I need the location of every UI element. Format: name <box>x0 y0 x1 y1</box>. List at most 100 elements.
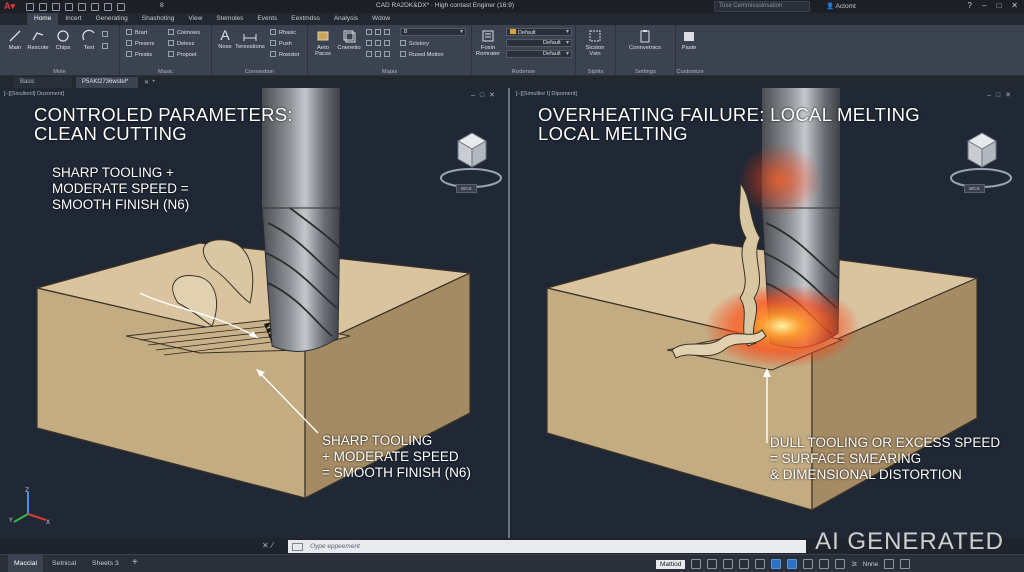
layer-tools-row3[interactable] <box>366 51 393 58</box>
linetype-dropdown[interactable]: Default <box>506 39 572 47</box>
rused-motion-tool[interactable]: Rused Motion <box>400 51 444 58</box>
leader-bottom-arrowhead <box>256 369 265 377</box>
ai-generated-watermark: AI GENERATED <box>815 528 1004 555</box>
search-input[interactable]: Toxe Cemmissoinsation <box>714 1 810 12</box>
layout-tab-setnical[interactable]: Setnical <box>52 560 77 567</box>
redo-icon[interactable] <box>104 2 112 11</box>
main-button[interactable]: Main <box>4 29 26 51</box>
draw-rect-icon[interactable] <box>102 43 111 50</box>
layout-tab-sheets[interactable]: Sheets 3 <box>92 560 119 567</box>
sicston-button[interactable]: Sicston Vsin <box>578 29 612 57</box>
viewcube-icon[interactable] <box>436 123 506 193</box>
viewport-right[interactable]: [–][Simullior I] Dipoment] –□✕ OVERHEATI… <box>512 88 1024 538</box>
isolate-icon[interactable] <box>884 559 895 569</box>
tab-analysis[interactable]: Analysis <box>333 15 359 22</box>
fosin-romrater-button[interactable]: Fosin Romrater <box>474 29 502 57</box>
deleez-tool[interactable]: Deleez <box>168 40 194 47</box>
rowstor-label: Rowstor <box>279 52 300 58</box>
brart-tool[interactable]: Brart <box>126 29 147 36</box>
undo-icon[interactable] <box>91 2 99 11</box>
tereestions-button[interactable]: Tereestions <box>234 28 266 50</box>
push-tool[interactable]: Push <box>270 40 292 47</box>
rowstor-tool[interactable]: Rowstor <box>270 51 300 58</box>
rescote-button[interactable]: Rescote <box>26 29 50 51</box>
chips-button[interactable]: Chips <box>52 29 74 51</box>
plot-icon[interactable] <box>78 2 86 11</box>
nose-button[interactable]: A Nose <box>214 28 236 50</box>
close-icon[interactable]: ✕ <box>1011 1 1018 10</box>
presks-tool[interactable]: Presks <box>126 51 152 58</box>
window-title: CAD RA2DK&DX* · High contast Enginer (16… <box>376 2 515 9</box>
group-icon <box>589 30 601 42</box>
ortho-icon[interactable] <box>723 559 734 569</box>
annotation-scale-icon[interactable] <box>835 559 846 569</box>
model-space-button[interactable]: Mattiod <box>656 559 686 569</box>
new-file-tab-icon[interactable]: + <box>152 79 156 85</box>
wcs-menu[interactable]: WCS <box>964 184 985 193</box>
lineweight-dropdown[interactable]: Default <box>506 50 572 58</box>
cnenetio-button[interactable]: Cnenetio <box>336 29 362 51</box>
annotation-scale-value[interactable]: 3t <box>851 560 857 568</box>
lineweight-icon[interactable] <box>803 559 814 569</box>
tab-shashoting[interactable]: Shashoting <box>141 15 175 22</box>
color-dropdown[interactable]: Default <box>506 28 572 36</box>
layer-tools-row2[interactable] <box>366 40 393 47</box>
layout-tab-maccial[interactable]: Maccial <box>8 555 44 572</box>
file-tab-close-icon[interactable]: ✕ <box>144 80 150 86</box>
tab-home[interactable]: Home <box>27 13 59 25</box>
viewport-left[interactable]: [–][Sivulionil] Dozoment] –□✕ CONTROLED … <box>0 88 510 538</box>
share-icon[interactable] <box>117 2 125 11</box>
layer-tools-row1[interactable] <box>366 29 393 36</box>
tab-events[interactable]: Events <box>257 15 278 22</box>
tab-insert[interactable]: Incert <box>65 15 82 22</box>
layer-dropdown[interactable]: 8 <box>400 28 466 36</box>
aeto-pacss-button[interactable]: Aeto Pacss <box>312 29 334 57</box>
transparency-icon[interactable] <box>819 559 830 569</box>
propoet-tool[interactable]: Propoet <box>168 51 197 58</box>
open-file-icon[interactable] <box>39 2 47 11</box>
connvetnics-button[interactable]: Connvetnics <box>620 29 670 51</box>
snap-icon[interactable] <box>707 559 718 569</box>
file-tab-basic[interactable]: Basic <box>14 77 72 88</box>
svg-text:X: X <box>46 519 50 526</box>
object-snap-icon[interactable] <box>771 559 782 569</box>
draw-more-icon[interactable] <box>102 31 111 38</box>
customize-status-icon[interactable] <box>900 559 911 569</box>
wcs-menu[interactable]: WCS <box>456 184 477 193</box>
tab-generating[interactable]: Generating <box>95 15 128 22</box>
add-layout-icon[interactable]: + <box>132 557 138 568</box>
maximize-icon[interactable]: □ <box>996 1 1002 10</box>
paste-button[interactable]: Paste <box>676 29 702 51</box>
vsin-label: Vsin <box>589 51 601 57</box>
text-button[interactable]: Text <box>78 29 100 51</box>
minimize-icon[interactable]: – <box>982 1 987 10</box>
viewport-controls[interactable]: –□✕ <box>471 92 500 99</box>
viewport-header[interactable]: [–][Simullior I] Dipoment] <box>516 91 577 97</box>
grid-icon[interactable] <box>691 559 702 569</box>
viewcube-icon[interactable] <box>946 123 1016 193</box>
workspace-switch[interactable]: Nnne <box>862 560 879 568</box>
coimows-tool[interactable]: Coimows <box>168 29 200 36</box>
polar-icon[interactable] <box>739 559 750 569</box>
tab-stemoles[interactable]: Stemoles <box>216 15 244 22</box>
user-account[interactable]: 👤 Actomt <box>826 3 856 10</box>
viewport-header[interactable]: [–][Sivulionil] Dozoment] <box>4 91 65 97</box>
help-icon[interactable]: ? <box>967 1 972 10</box>
new-file-icon[interactable] <box>26 2 34 11</box>
command-line-close-icon[interactable]: ✕⁄ <box>262 541 277 550</box>
tab-view[interactable]: View <box>188 15 203 22</box>
save-as-icon[interactable] <box>65 2 73 11</box>
tab-eextmdss[interactable]: Eextmdss <box>291 15 320 22</box>
save-icon[interactable] <box>52 2 60 11</box>
presers-tool[interactable]: Presers <box>126 40 154 47</box>
tab-window[interactable]: Wdow <box>372 15 391 22</box>
viewport-controls[interactable]: –□✕ <box>987 92 1016 99</box>
scistory-tool[interactable]: Scistory <box>400 40 429 47</box>
command-input[interactable]: Oype eppeement <box>288 540 806 553</box>
rhasic-tool[interactable]: Rhasic <box>270 29 296 36</box>
object-track-icon[interactable] <box>787 559 798 569</box>
file-tab-active-drawing[interactable]: P5AKt2736wstel* <box>76 77 138 88</box>
qat-workspace-value[interactable]: 8 <box>160 2 164 9</box>
isodraft-icon[interactable] <box>755 559 766 569</box>
app-logo-icon[interactable]: A▾ <box>4 1 16 11</box>
